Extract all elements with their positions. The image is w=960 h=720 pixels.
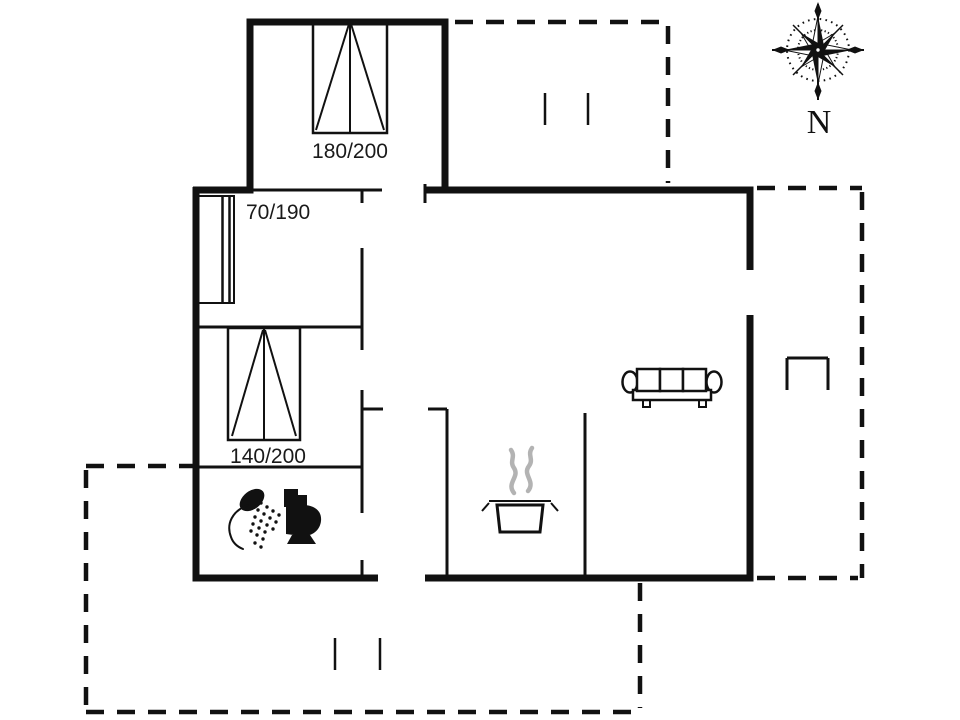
bed-size-label-180: 180/200: [312, 140, 388, 163]
compass-ray-tips: [772, 2, 864, 100]
shower-handle: [228, 504, 249, 550]
shower-icon: [228, 488, 281, 550]
interior-walls: [196, 184, 587, 578]
shower-spray-dots: [249, 501, 281, 549]
compass-star: [783, 15, 853, 85]
window-mark-icon: [543, 93, 590, 125]
sofa-icon: [621, 367, 723, 408]
terrace-outlines: [83, 19, 865, 715]
bed-size-label-70: 70/190: [246, 201, 310, 224]
cooking-pot-icon: [481, 445, 559, 534]
compass-rose-icon: N: [772, 2, 864, 141]
compass-star-black-halves: [784, 16, 852, 84]
plan-drawing: 180/200 70/190 140/200: [83, 2, 865, 715]
terrace-right-outline: [757, 185, 865, 581]
window-mark-icon: [333, 638, 382, 670]
terrace-bottom-outline: [83, 463, 643, 715]
compass-center-dot: [815, 47, 821, 53]
terrace-top-outline: [455, 19, 671, 183]
shower-head: [239, 488, 265, 512]
steam-icon: [508, 445, 535, 496]
bed-icon-double-top: [311, 20, 389, 135]
bed-size-label-140: 140/200: [230, 445, 306, 468]
window-marks: [333, 93, 590, 670]
bed-icon-single: [197, 195, 235, 304]
toilet-icon: [284, 489, 322, 544]
compass-north-label: N: [807, 104, 832, 141]
bed-icon-double-left: [226, 326, 302, 442]
table-icon: [785, 356, 830, 390]
